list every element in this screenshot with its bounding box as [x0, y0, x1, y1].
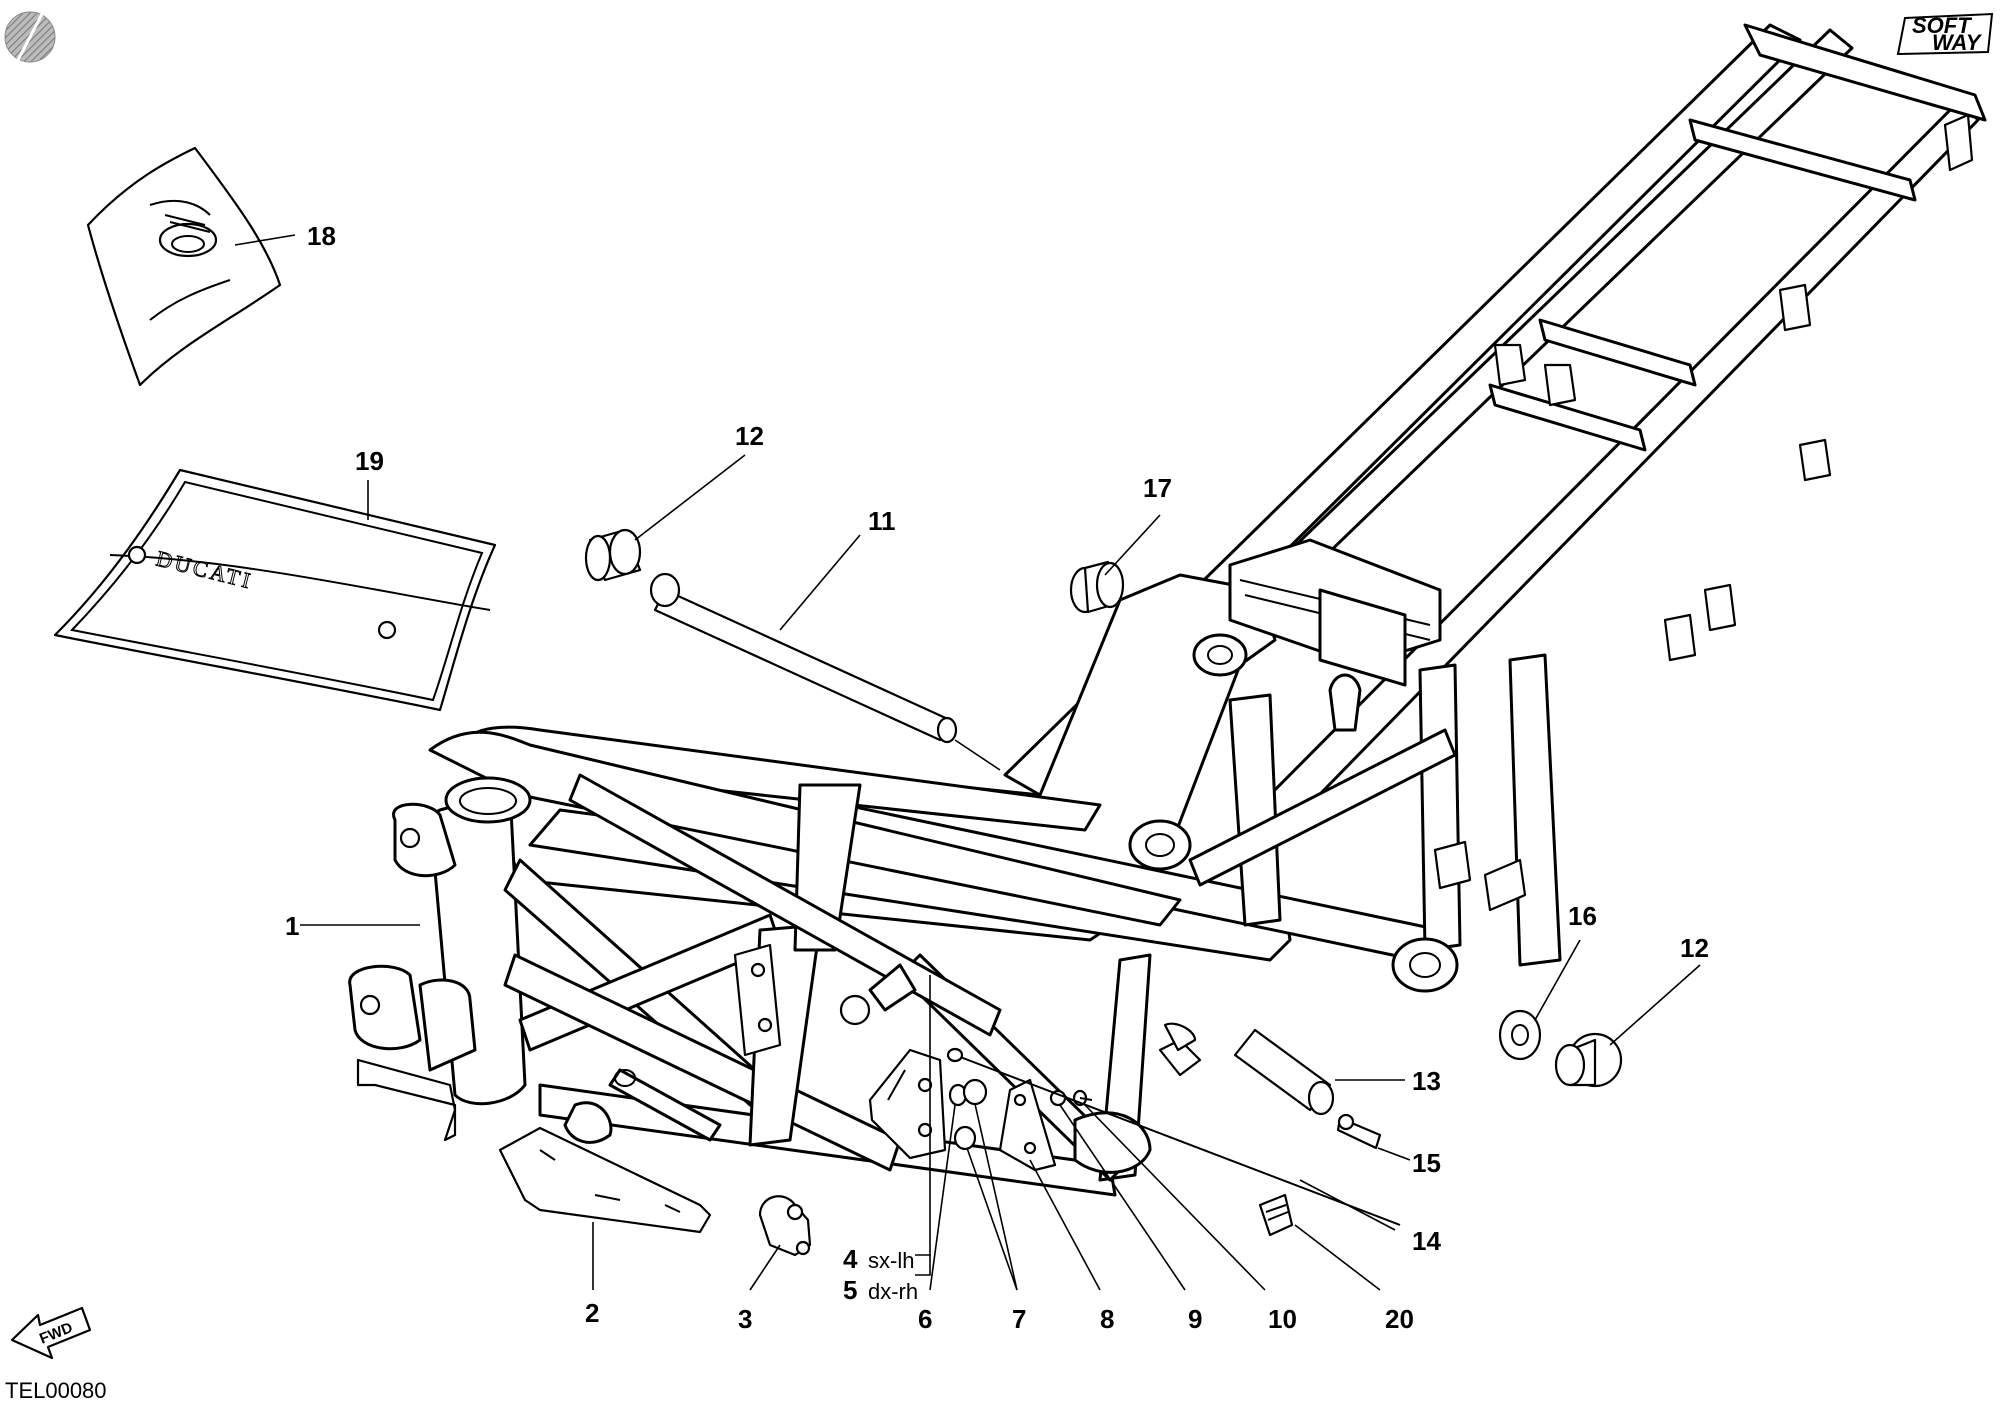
part-1-frame	[348, 23, 1987, 1197]
callout-10: 10	[1268, 1304, 1297, 1334]
part-12-spacer-top	[584, 528, 642, 582]
callout-20: 20	[1385, 1304, 1414, 1334]
part-19-tool-pouch: DUCATI	[53, 468, 497, 712]
callout-5-suffix: dx-rh	[868, 1279, 918, 1304]
part-4-5-engine-bracket	[868, 1048, 947, 1160]
callout-8: 8	[1100, 1304, 1114, 1334]
callout-6: 6	[918, 1304, 932, 1334]
part-20-rubber-stop	[1258, 1193, 1294, 1237]
leader-lines	[234, 234, 1701, 1291]
callout-14: 14	[1412, 1226, 1441, 1256]
part-8-plate	[998, 1078, 1057, 1172]
callout-19: 19	[355, 446, 384, 476]
callout-13: 13	[1412, 1066, 1441, 1096]
part-6-7-bushings	[948, 1078, 988, 1151]
callout-5: 5	[843, 1275, 857, 1305]
part-14-long-bolt	[946, 1047, 1401, 1226]
callout-15: 15	[1412, 1148, 1441, 1178]
part-13-sleeve	[1158, 1022, 1335, 1116]
part-12-plug-right	[1554, 1032, 1623, 1088]
logo-line1: SOFT	[1912, 13, 1972, 38]
callout-1: 1	[285, 911, 299, 941]
callout-labels: 1 2 3 4 sx-lh 5 dx-rh 6 7 8 9 10 11 12 1…	[285, 221, 1709, 1334]
callout-9: 9	[1188, 1304, 1202, 1334]
part-11-pivot-shaft	[649, 572, 958, 744]
part-18-tank-cover	[86, 146, 282, 387]
callout-18: 18	[307, 221, 336, 251]
hatched-disc-icon	[4, 11, 56, 63]
part-15-screw	[1336, 1113, 1382, 1150]
callout-11: 11	[868, 506, 896, 536]
callout-12-right: 12	[1680, 933, 1709, 963]
part-17-spacer	[1069, 560, 1125, 614]
callout-4: 4	[843, 1244, 858, 1274]
callout-16: 16	[1568, 901, 1597, 931]
callout-7: 7	[1012, 1304, 1026, 1334]
part-3-clamp	[758, 1195, 812, 1257]
fwd-arrow-icon: FWD	[10, 1306, 92, 1360]
drawing-code: TEL00080	[5, 1378, 107, 1403]
callout-3: 3	[738, 1304, 752, 1334]
callout-2: 2	[585, 1298, 599, 1328]
part-2-bracket-plate	[498, 1126, 712, 1234]
callout-12-top: 12	[735, 421, 764, 451]
softway-logo: SOFT WAY	[1896, 12, 1994, 56]
callout-17: 17	[1143, 473, 1172, 503]
logo-line2: WAY	[1932, 30, 1983, 55]
callout-4-suffix: sx-lh	[868, 1248, 914, 1273]
part-16-bushing	[1498, 1009, 1542, 1061]
